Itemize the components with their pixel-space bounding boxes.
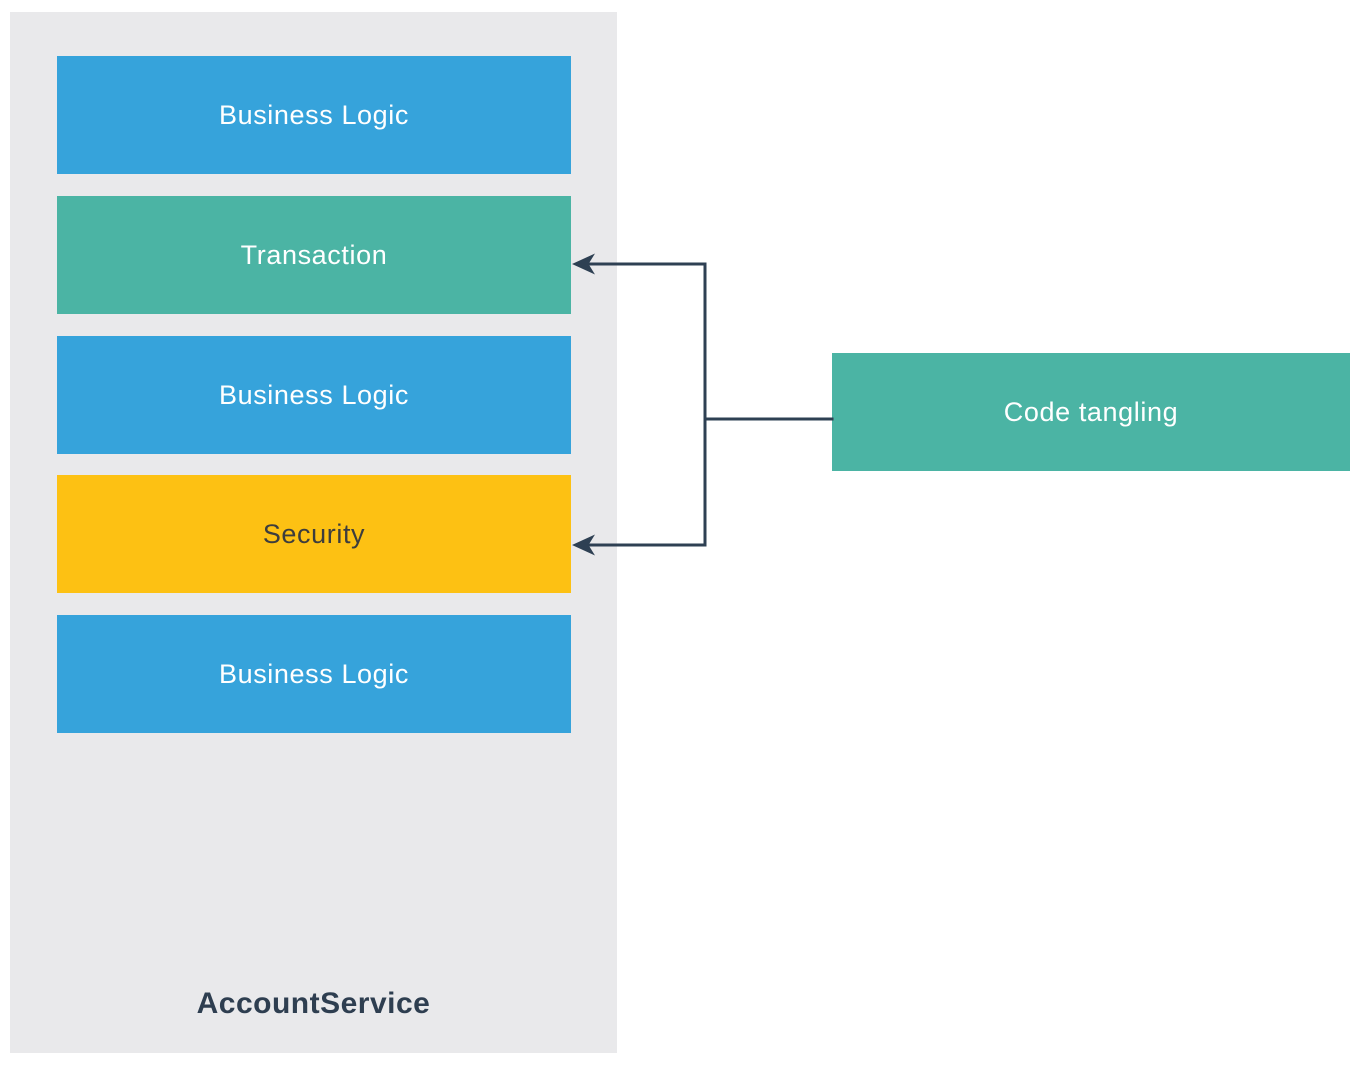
layer-label: Security [262,518,366,549]
annotation-label: Code tangling [1003,396,1179,427]
layer-box-transaction: Transaction [57,196,571,314]
layer-box-security: Security [57,475,571,593]
layer-label: Business Logic [218,379,409,410]
layer-box-business-logic-1: Business Logic [57,56,571,174]
layer-label: Transaction [240,239,388,270]
layer-label: Business Logic [218,658,409,689]
container-title: AccountService [196,987,431,1020]
account-service-container: Business Logic Transaction Business Logi… [10,12,617,1053]
layer-box-business-logic-3: Business Logic [57,615,571,733]
layer-label: Business Logic [218,99,409,130]
connector-lines [588,262,834,547]
annotation-box-code-tangling: Code tangling [832,353,1350,471]
layer-box-business-logic-2: Business Logic [57,336,571,454]
